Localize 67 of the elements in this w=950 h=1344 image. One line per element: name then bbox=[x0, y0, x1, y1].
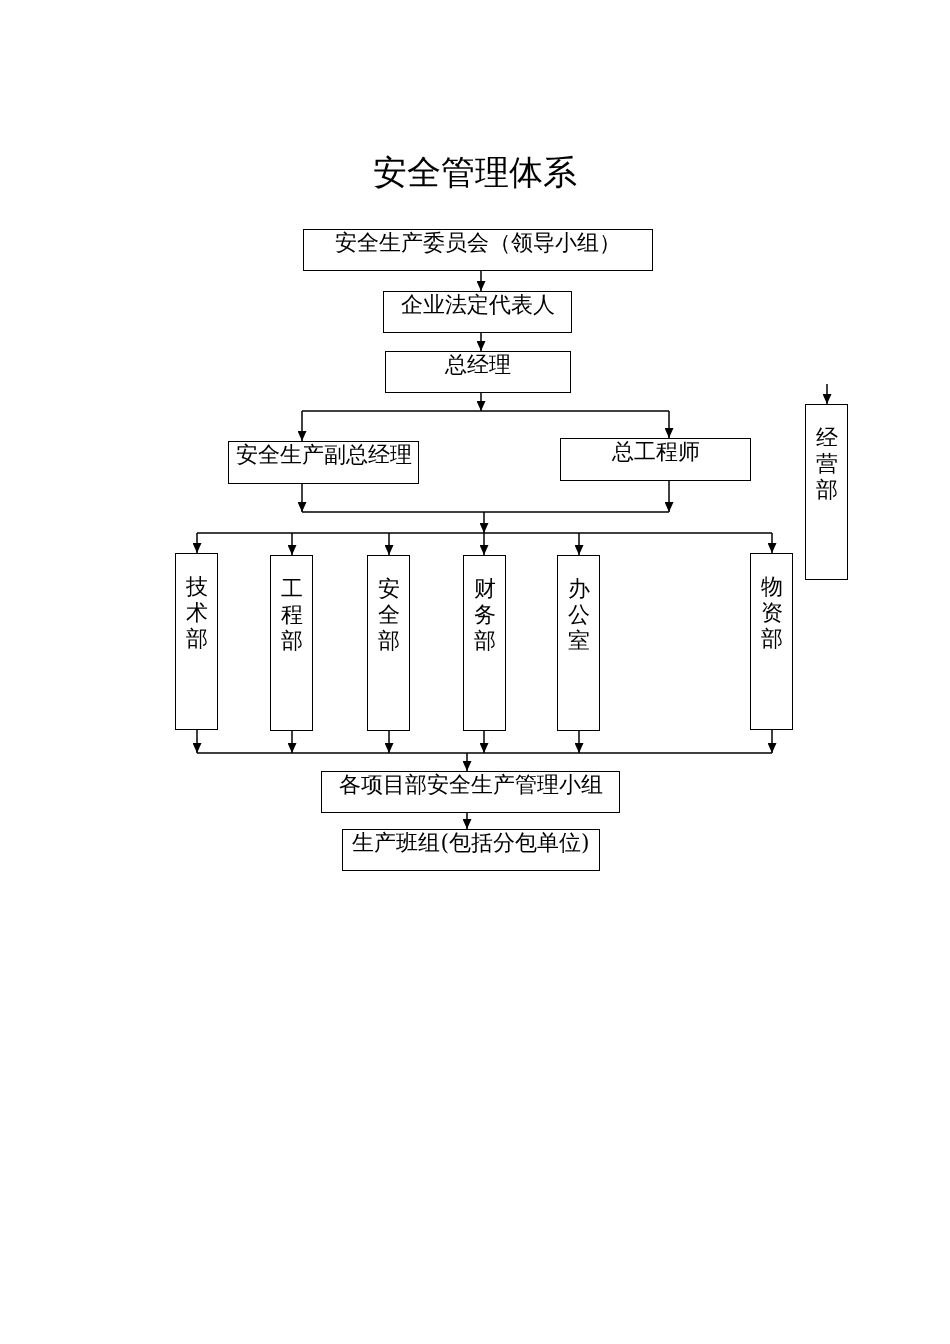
unit-name: 总工程师 bbox=[611, 439, 700, 465]
unit-name: 安全生产委员会（领导小组） bbox=[335, 230, 621, 256]
unit-name: 各项目部安全生产管理小组 bbox=[338, 772, 603, 798]
arrow bbox=[822, 383, 832, 405]
arrow bbox=[476, 270, 486, 292]
connector-line bbox=[480, 410, 670, 412]
arrow bbox=[384, 730, 394, 754]
arrow bbox=[384, 532, 394, 556]
org-box bbox=[303, 229, 653, 271]
connector-line bbox=[483, 532, 580, 534]
arrow bbox=[574, 730, 584, 754]
arrow bbox=[476, 392, 486, 412]
arrow bbox=[664, 480, 674, 513]
unit-name: 总经理 bbox=[445, 352, 511, 378]
unit-name: 安全生产副总经理 bbox=[235, 442, 412, 468]
connector-line bbox=[483, 752, 580, 754]
arrow bbox=[297, 410, 307, 442]
connector-line bbox=[483, 511, 670, 513]
diagram-title: 安全管理体系 bbox=[373, 152, 577, 192]
connector-line bbox=[196, 752, 293, 754]
arrow bbox=[462, 752, 472, 772]
org-box bbox=[342, 829, 600, 871]
connector-line bbox=[196, 532, 293, 534]
unit-name: 经营部 bbox=[815, 425, 838, 503]
department-box bbox=[367, 555, 410, 731]
unit-name: 技术部 bbox=[185, 574, 208, 652]
arrow bbox=[664, 410, 674, 439]
unit-name: 企业法定代表人 bbox=[400, 292, 555, 318]
connector-line bbox=[388, 752, 468, 754]
connector-line bbox=[301, 511, 485, 513]
arrow bbox=[192, 729, 202, 754]
department-box bbox=[175, 553, 218, 730]
connector-line bbox=[301, 410, 482, 412]
org-box bbox=[385, 351, 571, 393]
arrow bbox=[476, 332, 486, 352]
connector-line bbox=[466, 752, 485, 754]
arrow bbox=[574, 532, 584, 556]
arrow bbox=[479, 511, 489, 534]
org-box bbox=[383, 291, 572, 333]
unit-name: 办公室 bbox=[567, 576, 590, 654]
org-box bbox=[321, 771, 620, 813]
arrow bbox=[767, 532, 777, 554]
department-box bbox=[270, 555, 313, 731]
arrow bbox=[287, 730, 297, 754]
department-box bbox=[463, 555, 506, 731]
department-box bbox=[557, 555, 600, 731]
unit-name: 生产班组(包括分包单位) bbox=[352, 830, 590, 856]
arrow bbox=[462, 812, 472, 830]
unit-name: 物资部 bbox=[760, 574, 783, 652]
org-box bbox=[560, 438, 751, 481]
unit-name: 安全部 bbox=[377, 576, 400, 654]
connector-line bbox=[291, 532, 390, 534]
org-box bbox=[228, 441, 419, 484]
arrow bbox=[297, 483, 307, 513]
department-box bbox=[805, 404, 848, 580]
connector-line bbox=[291, 752, 390, 754]
connector-line bbox=[578, 752, 773, 754]
department-box bbox=[750, 553, 793, 730]
arrow bbox=[287, 532, 297, 556]
arrow bbox=[767, 729, 777, 754]
connector-line bbox=[578, 532, 773, 534]
connector-line bbox=[388, 532, 485, 534]
unit-name: 财务部 bbox=[473, 576, 496, 654]
arrow bbox=[479, 730, 489, 754]
arrow bbox=[479, 532, 489, 556]
arrow bbox=[192, 532, 202, 554]
unit-name: 工程部 bbox=[280, 576, 303, 654]
